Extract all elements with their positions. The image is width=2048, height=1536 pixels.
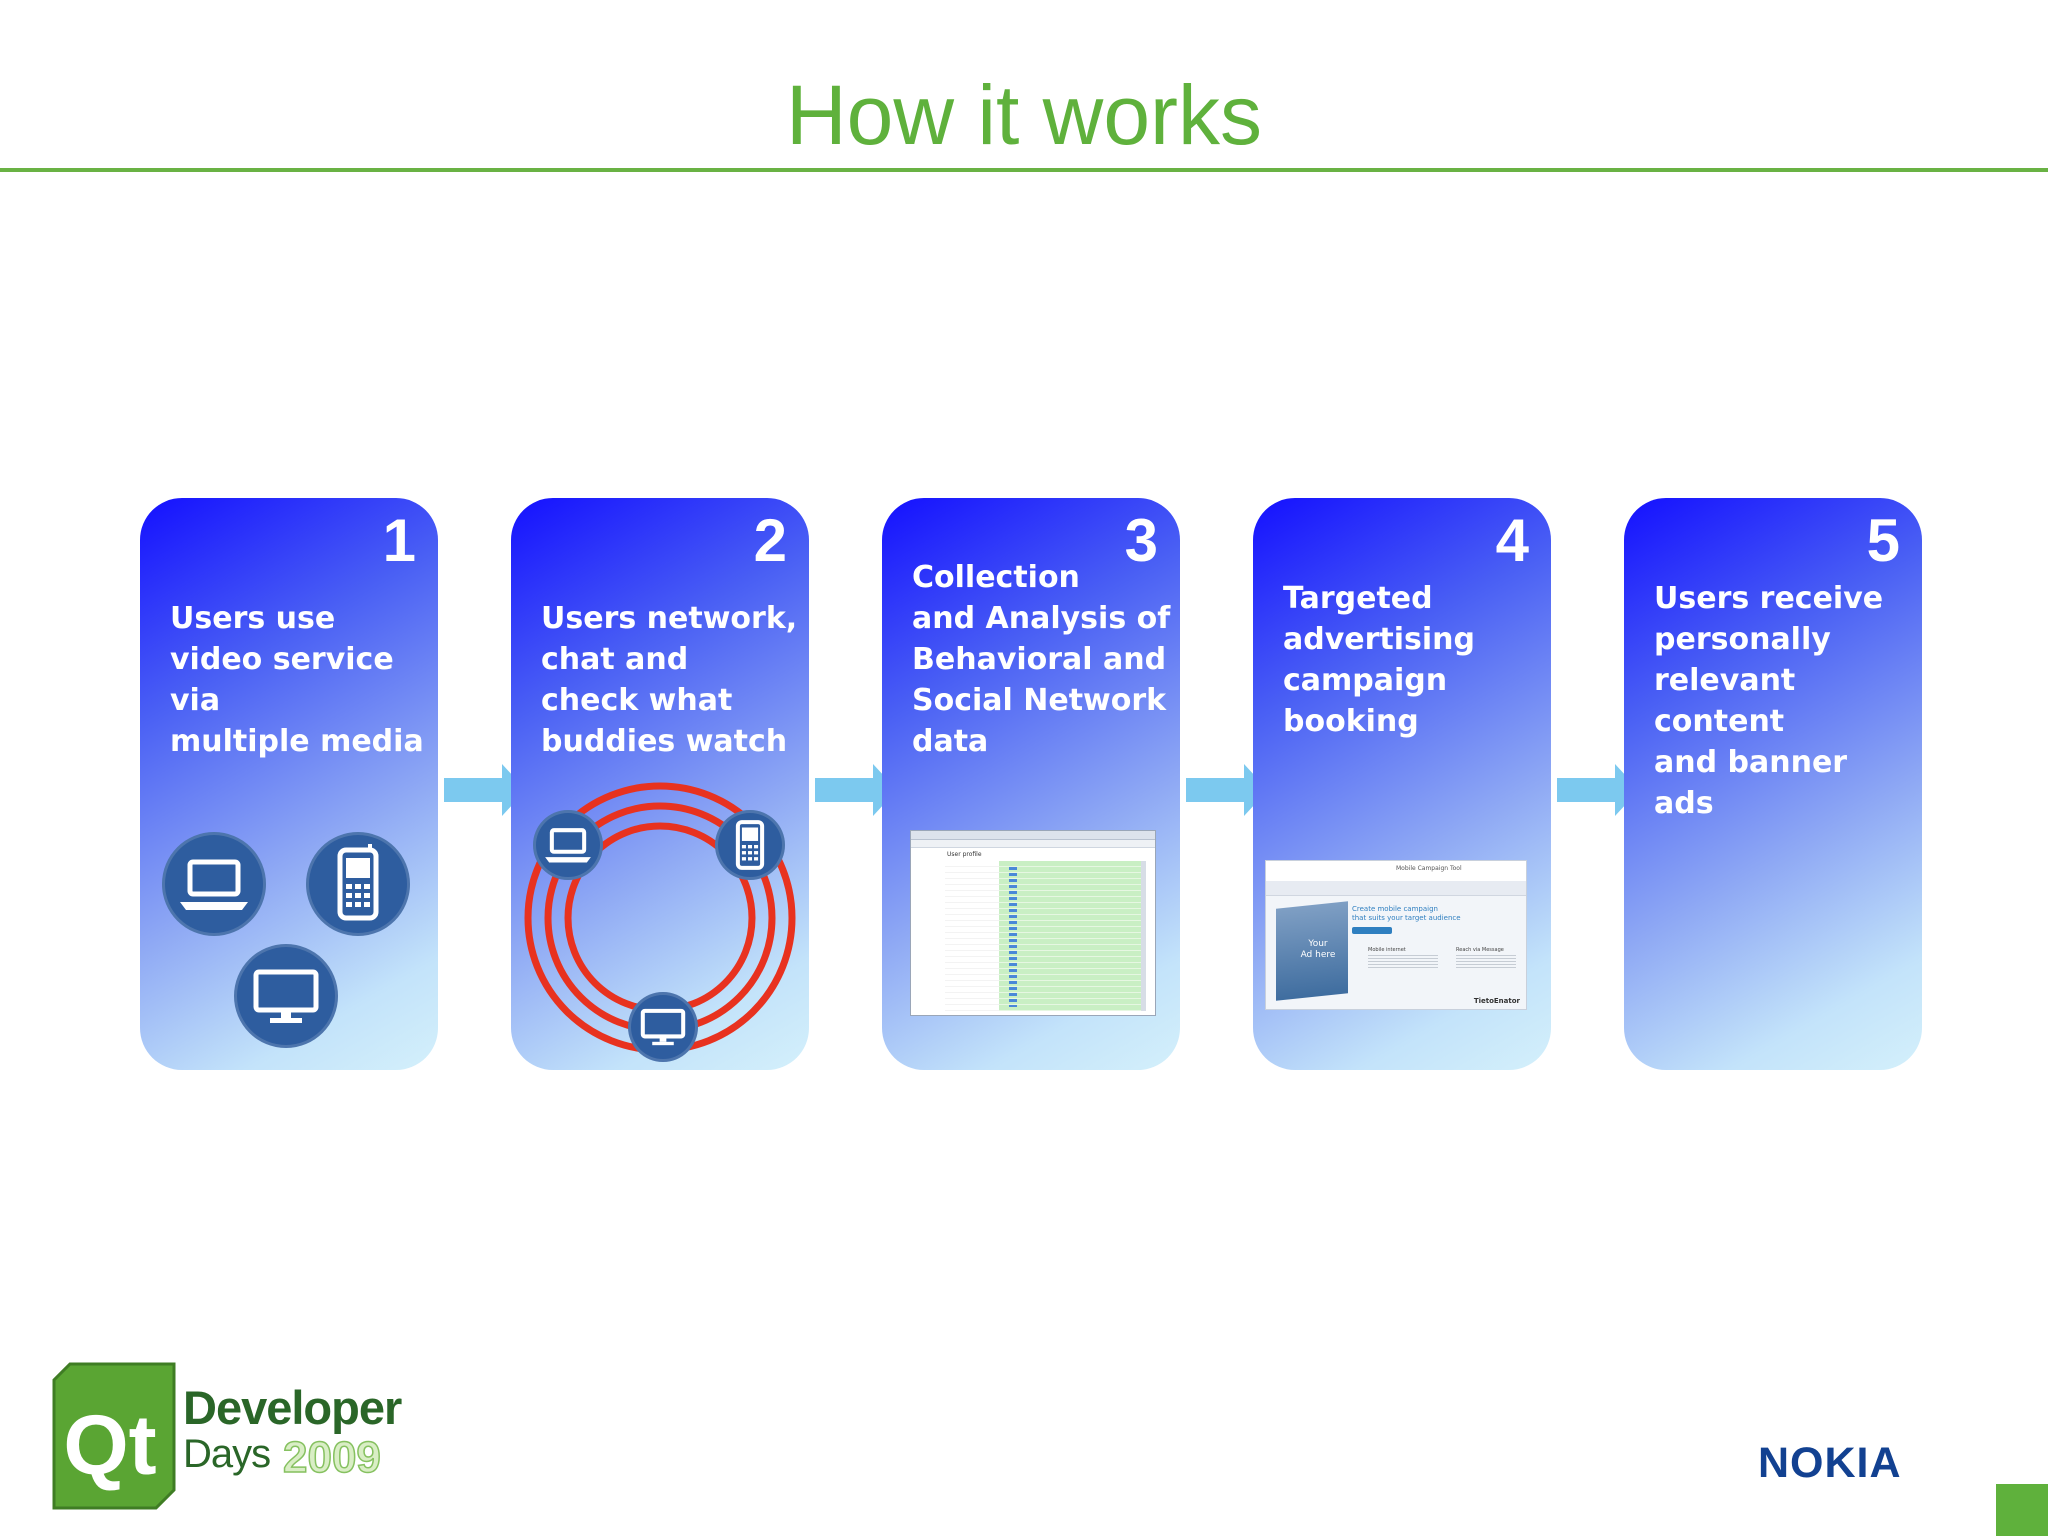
step-number: 3 <box>1124 507 1158 574</box>
step-card-2: 2 Users network, chat and check what bud… <box>511 498 809 1070</box>
create-campaign-button <box>1352 927 1392 934</box>
step-description: Users network, chat and check what buddi… <box>541 601 798 759</box>
message-option: Reach via Message <box>1456 947 1504 953</box>
days-wordmark: Days <box>183 1432 271 1476</box>
slide-title: How it works <box>785 68 1263 162</box>
monitor-icon <box>640 1008 686 1046</box>
profile-heading: User profile <box>947 851 982 858</box>
ad-placeholder-text: Your Ad here <box>1300 939 1336 960</box>
qt-logo-icon: Qt <box>52 1362 176 1510</box>
mobile-phone-device <box>715 810 785 880</box>
flow-arrow-icon <box>1186 764 1268 816</box>
nokia-logo: NOKIA <box>1758 1439 1902 1487</box>
qt-logo-text: Qt <box>63 1398 156 1492</box>
laptop-device <box>162 832 266 936</box>
developer-wordmark: Developer <box>183 1381 402 1434</box>
user-profile-screenshot: User profile <box>910 830 1156 1016</box>
laptop-icon <box>545 828 591 863</box>
monitor-device <box>234 944 338 1048</box>
mobile-internet-option: Mobile internet <box>1368 947 1406 953</box>
step-description: Collection and Analysis of Behavioral an… <box>912 560 1171 759</box>
mobile-phone-device <box>306 832 410 936</box>
campaign-tool-screenshot: Mobile Campaign Tool Your Ad here Create… <box>1265 860 1527 1010</box>
step-number: 4 <box>1495 507 1529 574</box>
laptop-icon <box>180 859 248 910</box>
mobile-phone-icon <box>337 844 379 921</box>
step-description: Users receive personally relevant conten… <box>1654 581 1884 821</box>
step-number: 2 <box>753 507 787 574</box>
flow-arrow-icon <box>1557 764 1639 816</box>
flow-arrow-icon <box>815 764 897 816</box>
monitor-device <box>628 992 698 1062</box>
step-description: Targeted advertising campaign booking <box>1283 581 1476 739</box>
title-divider <box>0 168 2048 172</box>
mobile-phone-icon <box>735 820 765 870</box>
step-card-4: 4 Targeted advertising campaign booking … <box>1253 498 1551 1070</box>
step-card-1: 1 Users use video service via multiple m… <box>140 498 438 1070</box>
campaign-headline: Create mobile campaign that suits your t… <box>1352 905 1461 922</box>
year-wordmark: 2009 <box>282 1433 381 1482</box>
campaign-tool-header: Mobile Campaign Tool <box>1396 865 1462 872</box>
corner-accent <box>1996 1484 2048 1536</box>
step-card-5: 5 Users receive personally relevant cont… <box>1624 498 1922 1070</box>
step-description: Users use video service via multiple med… <box>170 601 424 759</box>
flow-arrow-icon <box>444 764 526 816</box>
tietoenator-brand: TietoEnator <box>1473 997 1520 1005</box>
monitor-icon <box>253 969 319 1023</box>
step-number: 5 <box>1866 507 1900 574</box>
step-number: 1 <box>382 507 416 574</box>
step-card-3: 3 Collection and Analysis of Behavioral … <box>882 498 1180 1070</box>
laptop-device <box>533 810 603 880</box>
